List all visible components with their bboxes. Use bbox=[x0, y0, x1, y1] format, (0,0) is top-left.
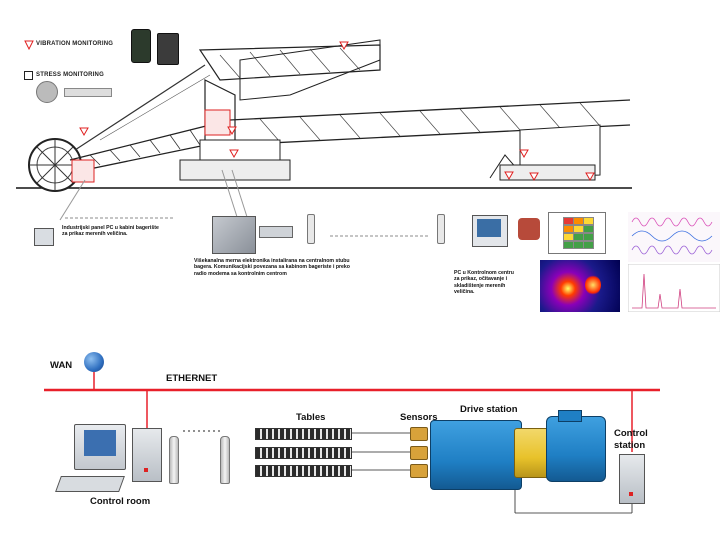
switch-table bbox=[255, 428, 352, 440]
server-led-icon bbox=[144, 468, 148, 472]
server-led-icon bbox=[629, 492, 633, 496]
gearbox-icon bbox=[430, 420, 522, 490]
pc-control-caption: PC u Kontrolnom centru za prikaz, očitav… bbox=[454, 270, 544, 296]
keyboard-icon bbox=[55, 476, 125, 492]
control-station-label-line: Control bbox=[614, 428, 648, 440]
stress-square-icon bbox=[24, 71, 33, 80]
control-station-server-icon bbox=[619, 454, 645, 504]
vibration-legend-label: VIBRATION MONITORING bbox=[36, 41, 113, 47]
motor-icon bbox=[546, 416, 606, 482]
handheld-analyzer-icon bbox=[131, 29, 151, 63]
switch-table bbox=[255, 465, 352, 477]
control-room-screen-icon bbox=[84, 430, 116, 456]
globe-icon bbox=[84, 352, 104, 372]
status-matrix bbox=[548, 212, 606, 254]
waveform-plot bbox=[628, 212, 720, 262]
switch-table bbox=[255, 447, 352, 459]
control-station-label-line: station bbox=[614, 440, 648, 452]
panel-pc-icon bbox=[34, 228, 54, 246]
panel-pc-caption-line: za prikaz merenih veličina. bbox=[62, 231, 202, 237]
motor-terminal-icon bbox=[558, 410, 582, 422]
link-arrows bbox=[0, 150, 720, 260]
matrix-cell bbox=[583, 225, 594, 233]
multichannel-caption-line: radio modema sa kontrolnim centrom bbox=[194, 271, 434, 277]
thermal-image bbox=[540, 260, 620, 312]
tables-label: Tables bbox=[296, 412, 325, 423]
antenna-icon bbox=[220, 436, 230, 484]
antenna-icon bbox=[437, 214, 445, 244]
control-station-label: Control station bbox=[614, 428, 648, 452]
matrix-cell bbox=[583, 233, 594, 241]
vibration-triangle-icon bbox=[24, 40, 34, 50]
strain-gauge-disc-icon bbox=[36, 81, 58, 103]
matrix-cell bbox=[583, 217, 594, 225]
gauge-icon bbox=[518, 218, 540, 240]
radio-modem-icon bbox=[259, 226, 293, 238]
strain-gauge-strip-icon bbox=[64, 88, 112, 97]
handheld-device-icon bbox=[157, 33, 179, 65]
measuring-electronics-icon bbox=[212, 216, 256, 254]
matrix-cell bbox=[583, 241, 594, 249]
control-room-label: Control room bbox=[90, 496, 150, 507]
sensor-icon bbox=[410, 446, 428, 460]
drive-station-label: Drive station bbox=[460, 404, 518, 415]
spectrum-plot bbox=[628, 264, 720, 312]
thermal-hotspot bbox=[585, 275, 601, 295]
pc-control-caption-line: veličina. bbox=[454, 289, 544, 295]
control-pc-screen-icon bbox=[477, 219, 501, 237]
sensor-icon bbox=[410, 427, 428, 441]
stress-legend-label: STRESS MONITORING bbox=[36, 72, 104, 78]
panel-pc-caption: Industrijski panel PC u kabini bagerište… bbox=[62, 225, 202, 238]
sensor-icon bbox=[410, 464, 428, 478]
antenna-icon bbox=[169, 436, 179, 484]
antenna-icon bbox=[307, 214, 315, 244]
server-tower-icon bbox=[132, 428, 162, 482]
multichannel-caption: Višekanalna merna elektronika instaliran… bbox=[194, 258, 434, 277]
